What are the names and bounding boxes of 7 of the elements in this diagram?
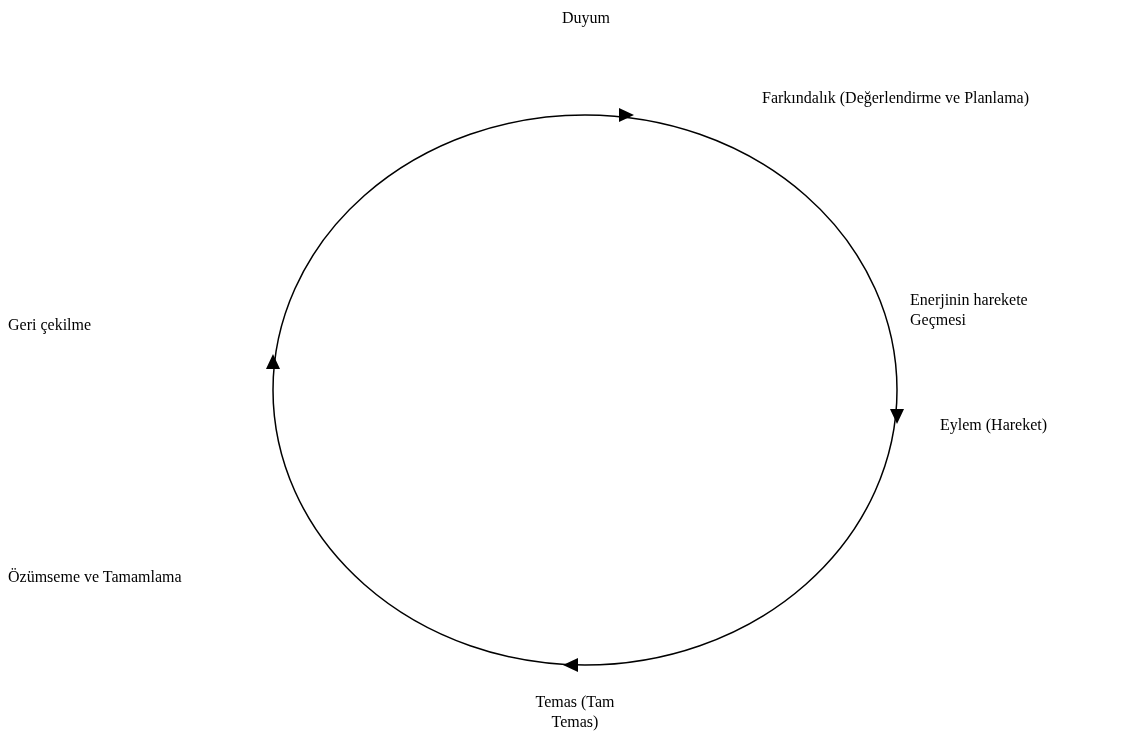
stage-label: Özümseme ve Tamamlama <box>8 567 182 587</box>
stage-label: Eylem (Hareket) <box>940 415 1048 435</box>
stage-label: Farkındalık (Değerlendirme ve Planlama) <box>762 88 1029 108</box>
stage-label: Temas (Tam Temas) <box>534 692 616 732</box>
stage-label: Geri çekilme <box>8 315 92 335</box>
stage-label: Enerjinin harekete Geçmesi <box>910 290 1029 330</box>
stage-label: Duyum <box>562 8 610 28</box>
